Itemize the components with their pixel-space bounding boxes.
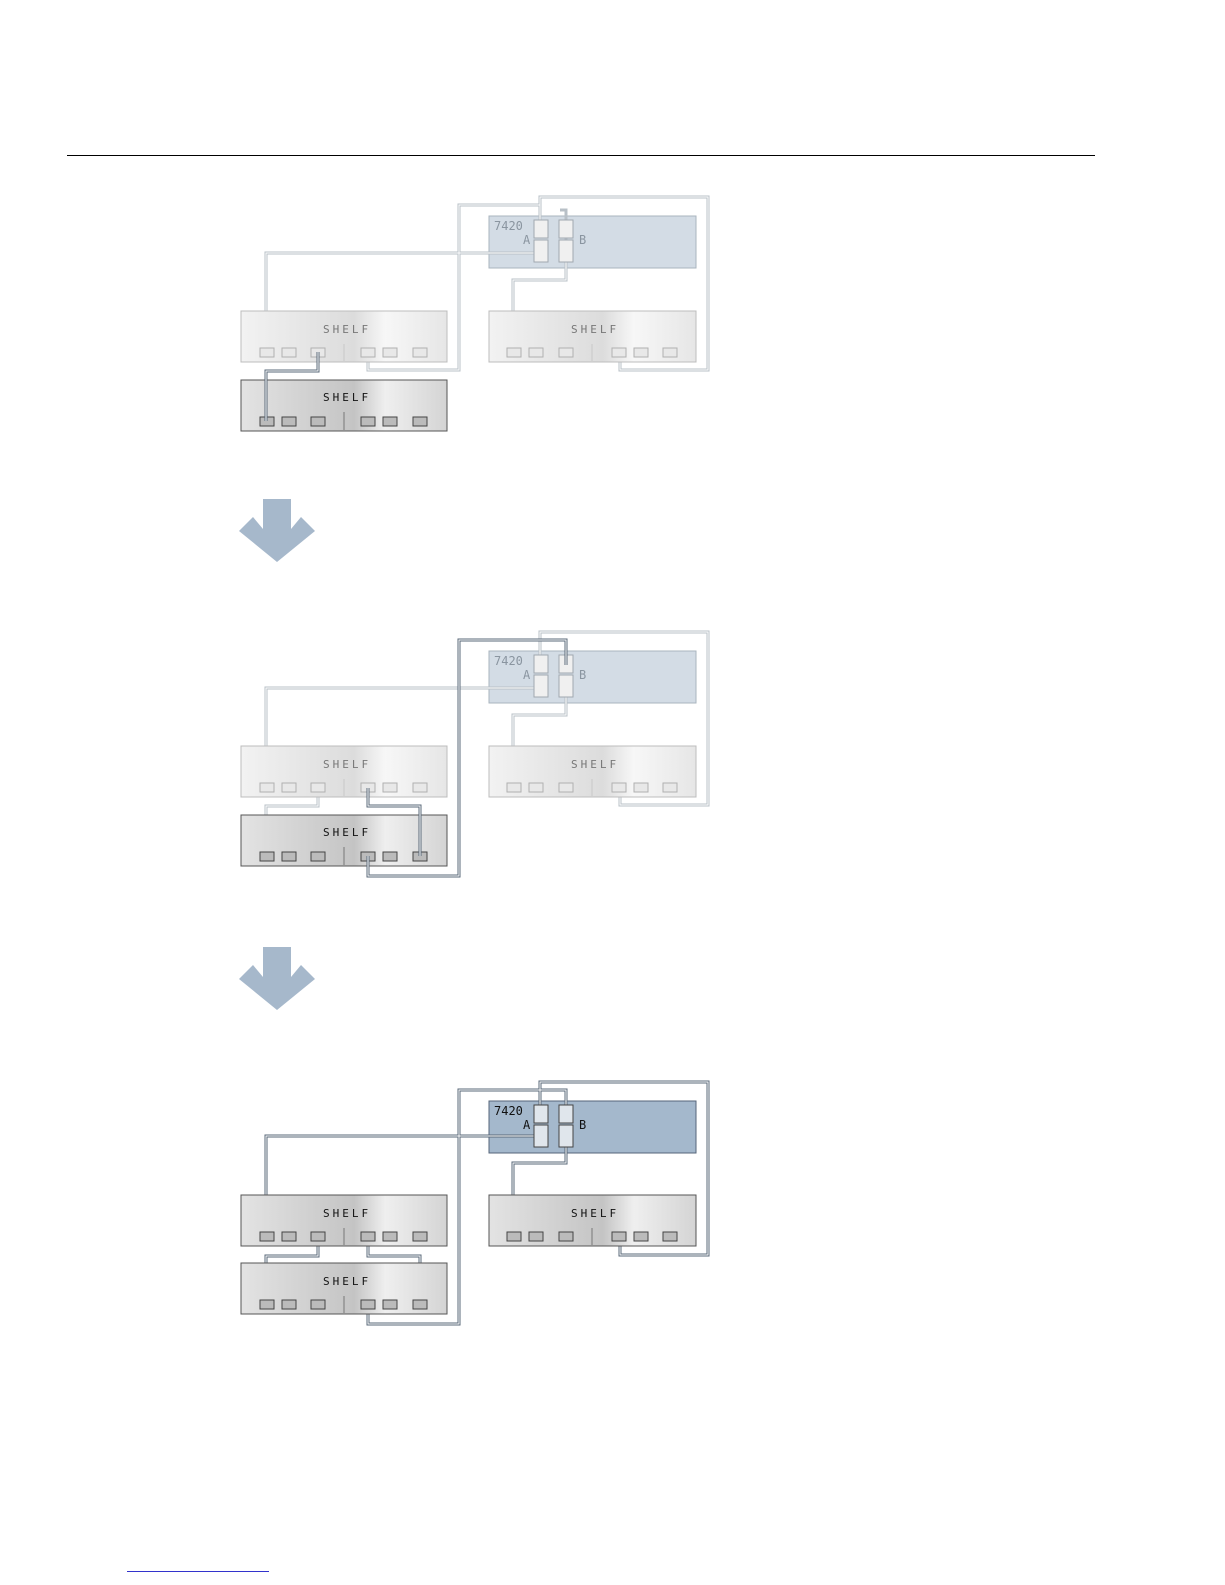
down-arrow (239, 499, 315, 562)
shelf-top-left: SHELF (241, 311, 447, 362)
shelf-label: SHELF (571, 1207, 619, 1220)
diagram-before: 7420 A B SHELF (241, 197, 708, 431)
footer-link-underline[interactable] (127, 1571, 269, 1572)
shelf-label: SHELF (323, 1207, 371, 1220)
diagram-after: 7420 A B SHELF (241, 1082, 708, 1324)
shelf-label: SHELF (323, 758, 371, 771)
controller-port-a-label: A (523, 233, 531, 247)
shelf-label: SHELF (571, 758, 619, 771)
shelf-bottom-left-new: SHELF (241, 380, 447, 431)
shelf-label: SHELF (323, 826, 371, 839)
controller-port-b-label: B (579, 1118, 586, 1132)
shelf-label: SHELF (571, 323, 619, 336)
controller-port-b-label: B (579, 668, 586, 682)
shelf-label: SHELF (323, 391, 371, 404)
down-arrow (239, 947, 315, 1010)
shelf-right: SHELF (489, 311, 696, 362)
controller-model-label: 7420 (494, 219, 523, 233)
shelf-label: SHELF (323, 1275, 371, 1288)
controller-model-label: 7420 (494, 654, 523, 668)
diagram-intermediate: 7420 A B SHELF SHELF (241, 632, 708, 876)
controller-port-a-label: A (523, 1118, 531, 1132)
controller-model-label: 7420 (494, 1104, 523, 1118)
controller-port-a-label: A (523, 668, 531, 682)
shelf-label: SHELF (323, 323, 371, 336)
controller-port-b-label: B (579, 233, 586, 247)
